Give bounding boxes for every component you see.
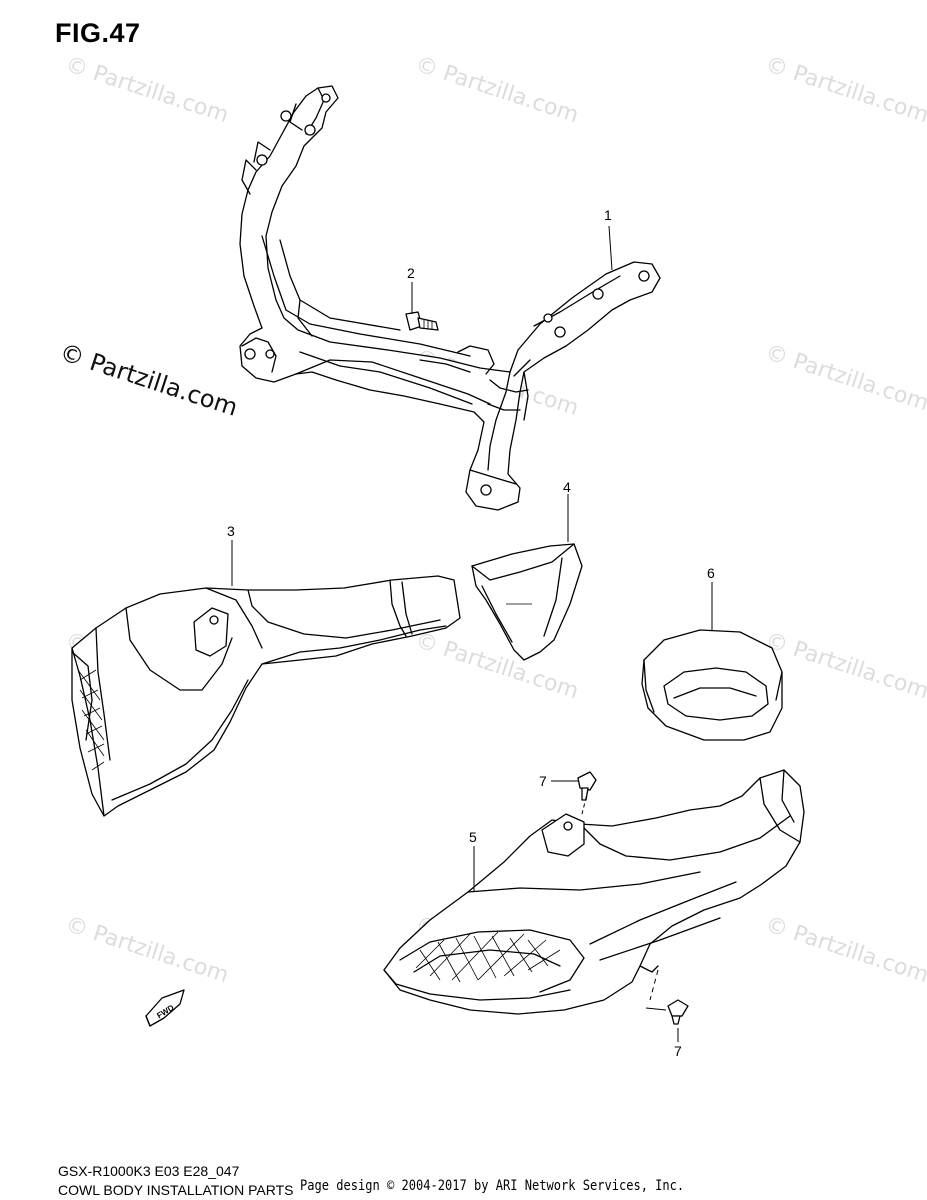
callout-6: 6 [707,565,715,581]
callout-3: 3 [227,523,235,539]
fwd-arrow-icon: FWD [145,989,185,1027]
duct-grommet-icon [641,629,783,741]
cowl-bracket-icon [239,85,661,511]
clip-icon [577,771,597,801]
bolt-icon [405,311,439,331]
left-air-duct-icon [71,575,461,817]
callout-7: 7 [674,1043,682,1059]
clip-icon [667,999,689,1025]
callout-4: 4 [563,479,571,495]
callout-1: 1 [604,207,612,223]
callout-2: 2 [407,265,415,281]
callout-5: 5 [469,829,477,845]
leader-lines [231,225,713,1042]
callout-7: 7 [539,773,547,789]
right-air-duct-icon [383,769,805,1015]
duct-seal-icon [471,543,583,661]
section-name: COWL BODY INSTALLATION PARTS [58,1182,294,1198]
figure-title: FIG.47 [55,18,141,48]
footer-credit: Page design © 2004-2017 by ARI Network S… [300,1178,685,1194]
model-code: GSX-R1000K3 E03 E28_047 [58,1163,240,1179]
